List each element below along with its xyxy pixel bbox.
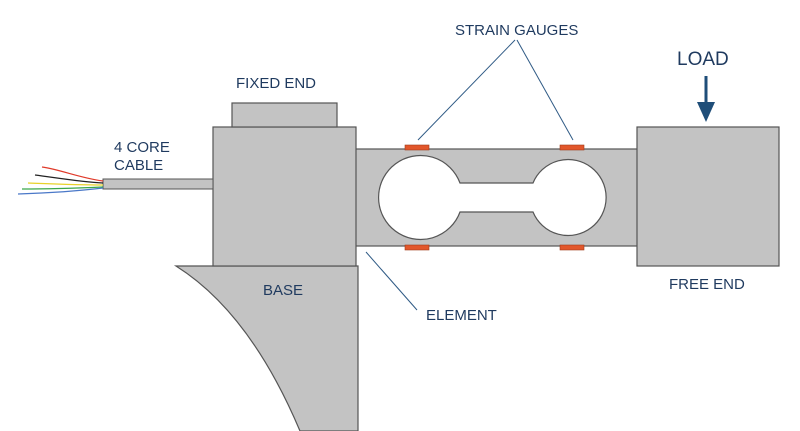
free-end-block bbox=[636, 126, 780, 267]
element-cutout bbox=[377, 154, 607, 241]
cable bbox=[102, 178, 214, 190]
label-fixed-end: FIXED END bbox=[236, 75, 316, 92]
strain-gauge-bottom-right bbox=[559, 244, 585, 251]
label-strain-gauges: STRAIN GAUGES bbox=[455, 22, 578, 39]
fixed-end-block bbox=[212, 126, 357, 267]
strain-gauge-bottom-left bbox=[404, 244, 430, 251]
label-element: ELEMENT bbox=[426, 307, 497, 324]
cable-wires bbox=[17, 166, 104, 195]
load-arrow-icon bbox=[697, 76, 715, 122]
label-cable-line1: 4 CORE bbox=[114, 139, 170, 156]
fixed-end-plate bbox=[231, 102, 338, 128]
label-cable-line2: CABLE bbox=[114, 157, 163, 174]
label-load: LOAD bbox=[677, 49, 729, 70]
label-base: BASE bbox=[263, 282, 303, 299]
label-free-end: FREE END bbox=[669, 276, 745, 293]
strain-gauge-top-left bbox=[404, 144, 430, 151]
strain-gauge-top-right bbox=[559, 144, 585, 151]
leader-lines bbox=[365, 39, 574, 311]
